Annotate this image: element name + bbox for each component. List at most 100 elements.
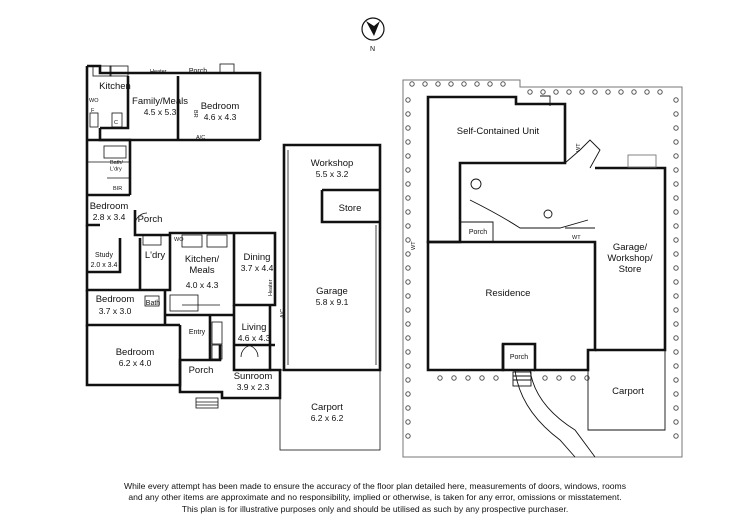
tree-icons [405,81,679,439]
room-bedroom-top: Bedroom [201,101,240,112]
room-living-dim: 4.6 x 4.3 [238,333,271,343]
tree-icon [592,89,598,95]
room-porch-front: Porch [189,365,214,376]
tree-icon [437,375,443,381]
tree-icon [673,139,679,145]
tree-icon [500,81,506,87]
tree-icon [673,167,679,173]
tree-icon [487,81,493,87]
room-bedroom-lower: Bedroom [96,294,135,305]
tree-icon [405,97,411,103]
tree-icon [673,335,679,341]
tree-icon [405,181,411,187]
tree-icon [405,195,411,201]
tree-icon [673,419,679,425]
tree-icon [405,391,411,397]
room-sunroom-dim: 3.9 x 2.3 [237,382,270,392]
tree-icon [579,89,585,95]
tree-icon [673,209,679,215]
fixture-ac-side: A/C [280,309,286,318]
tree-icon [673,293,679,299]
tree-icon [405,433,411,439]
tree-icon [556,375,562,381]
tree-icon [461,81,467,87]
tree-icon [405,251,411,257]
tree-icon [673,181,679,187]
tree-icon [479,375,485,381]
tree-icon [673,405,679,411]
tree-icon [618,89,624,95]
room-kitchen-meals: Kitchen/Meals [185,254,220,276]
tree-icon [673,195,679,201]
fixture-f: F [91,108,95,114]
room-bedroom-top-dim: 4.6 x 4.3 [204,112,237,122]
room-garage: Garage [316,286,348,297]
room-bedroom-lower-dim: 3.7 x 3.0 [99,306,132,316]
tree-icon [542,375,548,381]
tree-icon [405,139,411,145]
fixture-wo-top: WO [89,98,99,104]
tree-icon [405,349,411,355]
tree-icon [673,251,679,257]
room-bir: BIR [113,186,122,192]
disclaimer-line-2: and any other items are approximate and … [128,492,622,503]
tree-icon [673,223,679,229]
tree-icon [405,111,411,117]
tree-icon [405,377,411,383]
tree-icon [673,153,679,159]
tree-icon [405,265,411,271]
room-dining-dim: 3.7 x 4.4 [241,263,274,273]
tree-icon [405,209,411,215]
fixture-c: C [114,120,118,126]
tree-icon [570,375,576,381]
fixture-heater-side: Heater [268,279,274,296]
tree-icon [405,419,411,425]
room-sunroom: Sunroom [234,371,273,382]
tree-icon [405,237,411,243]
tree-icon [673,111,679,117]
room-living: Living [242,322,267,333]
room-garage-dim: 5.8 x 9.1 [316,297,349,307]
room-bedroom-mid: Bedroom [90,201,129,212]
tree-icon [405,125,411,131]
tree-icon [405,153,411,159]
tree-icon [673,237,679,243]
tree-icon [673,307,679,313]
room-bedroom-mid-dim: 2.8 x 3.4 [93,212,126,222]
site-wt-2: WT [411,241,417,250]
room-porch-top: Porch [189,68,207,75]
tree-icon [465,375,471,381]
tree-icon [405,167,411,173]
tree-icon [405,307,411,313]
room-carport: Carport [311,402,343,413]
room-ldry: L'dry [145,250,166,261]
site-residence: Residence [486,288,531,299]
tree-icon [405,363,411,369]
north-arrow-icon [361,17,385,41]
disclaimer-line-1: While every attempt has been made to ens… [123,481,627,491]
tree-icon [644,89,650,95]
north-label: N [370,46,375,53]
site-boundary [402,79,683,458]
tree-icon [673,349,679,355]
room-workshop-dim: 5.5 x 3.2 [316,169,349,179]
site-self-contained-unit: Self-Contained Unit [457,126,540,137]
tree-icon [540,89,546,95]
room-porch-mid: Porch [138,214,163,225]
tree-icon [405,321,411,327]
site-wt-3: WT [576,143,582,152]
tree-icon [673,265,679,271]
tree-icon [673,321,679,327]
site-porch-front: Porch [510,354,528,361]
disclaimer: While every attempt has been made to ens… [0,481,750,515]
room-study: Study [95,252,113,259]
tree-icon [566,89,572,95]
room-bath: Bath [146,300,161,307]
tree-icon [405,293,411,299]
fixture-wo-mid: WO [174,237,184,243]
room-bath-ldry: Bath/L'dry [110,160,123,172]
room-bedroom-big: Bedroom [116,347,155,358]
tree-icon [553,89,559,95]
tree-icon [451,375,457,381]
